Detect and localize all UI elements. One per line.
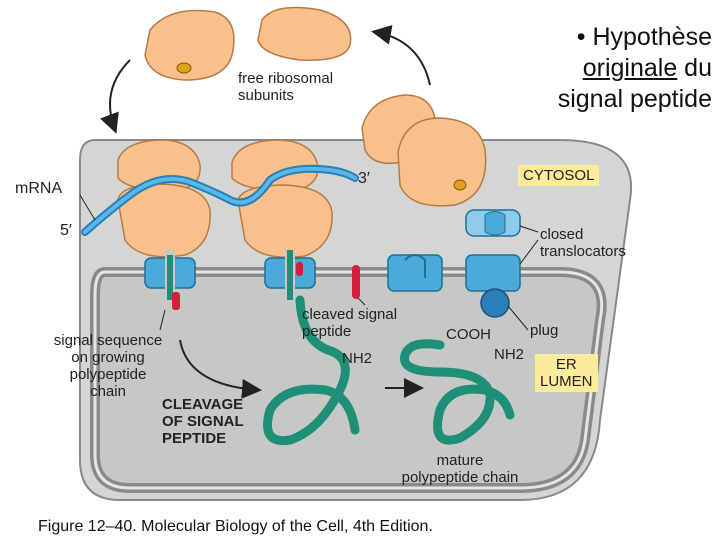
cleaved-signal-peptide-shape (352, 265, 360, 299)
translocator-closed-bottom (465, 254, 521, 318)
translocator-3 (387, 254, 443, 292)
recycle-arrow-left (100, 59, 131, 134)
mrna-label: mRNA (15, 180, 63, 197)
slide-title: • Hypothèse originale du signal peptide (502, 22, 712, 115)
cleaved-signal-peptide-label: cleaved signal peptide (302, 306, 398, 340)
translocator-1 (144, 250, 196, 310)
nh2-left-label: NH2 (342, 350, 373, 367)
figure-caption: Figure 12–40. Molecular Biology of the C… (38, 518, 433, 535)
free-ribosome-subunit-large (257, 6, 352, 61)
closed-translocators-label: closed translocators (540, 226, 626, 260)
free-ribosome-pair (361, 94, 487, 207)
mature-polypeptide (399, 339, 515, 445)
title-line3: signal peptide (557, 85, 712, 113)
free-ribosome-subunit-small (144, 9, 235, 81)
title-line2-rest: du (677, 54, 712, 82)
nh2-right-label: NH2 (494, 346, 525, 363)
title-line1: Hypothèse (592, 23, 712, 51)
three-prime-label: 3′ (358, 170, 370, 187)
cooh-label: COOH (446, 326, 491, 343)
plug-label: plug (530, 322, 559, 339)
cleavage-arrow (179, 339, 262, 399)
recycle-arrow-right (371, 24, 431, 86)
er-lumen-label: ER LUMEN (535, 354, 598, 392)
cleavage-label: CLEAVAGE OF SIGNAL PEPTIDE (162, 396, 244, 447)
free-subunits-label: free ribosomal subunits (238, 70, 334, 104)
title-line2-underlined: originale (582, 54, 678, 82)
five-prime-label: 5′ (60, 222, 72, 239)
translocator-closed-top (465, 209, 521, 237)
cytosol-label: CYTOSOL (518, 165, 600, 186)
title-bullet: • (576, 23, 586, 51)
growing-polypeptide (263, 295, 360, 446)
mature-chain-label: mature polypeptide chain (401, 452, 519, 486)
signal-sequence-label: signal sequence on growing polypeptide c… (53, 332, 163, 400)
translocator-2 (264, 250, 316, 300)
